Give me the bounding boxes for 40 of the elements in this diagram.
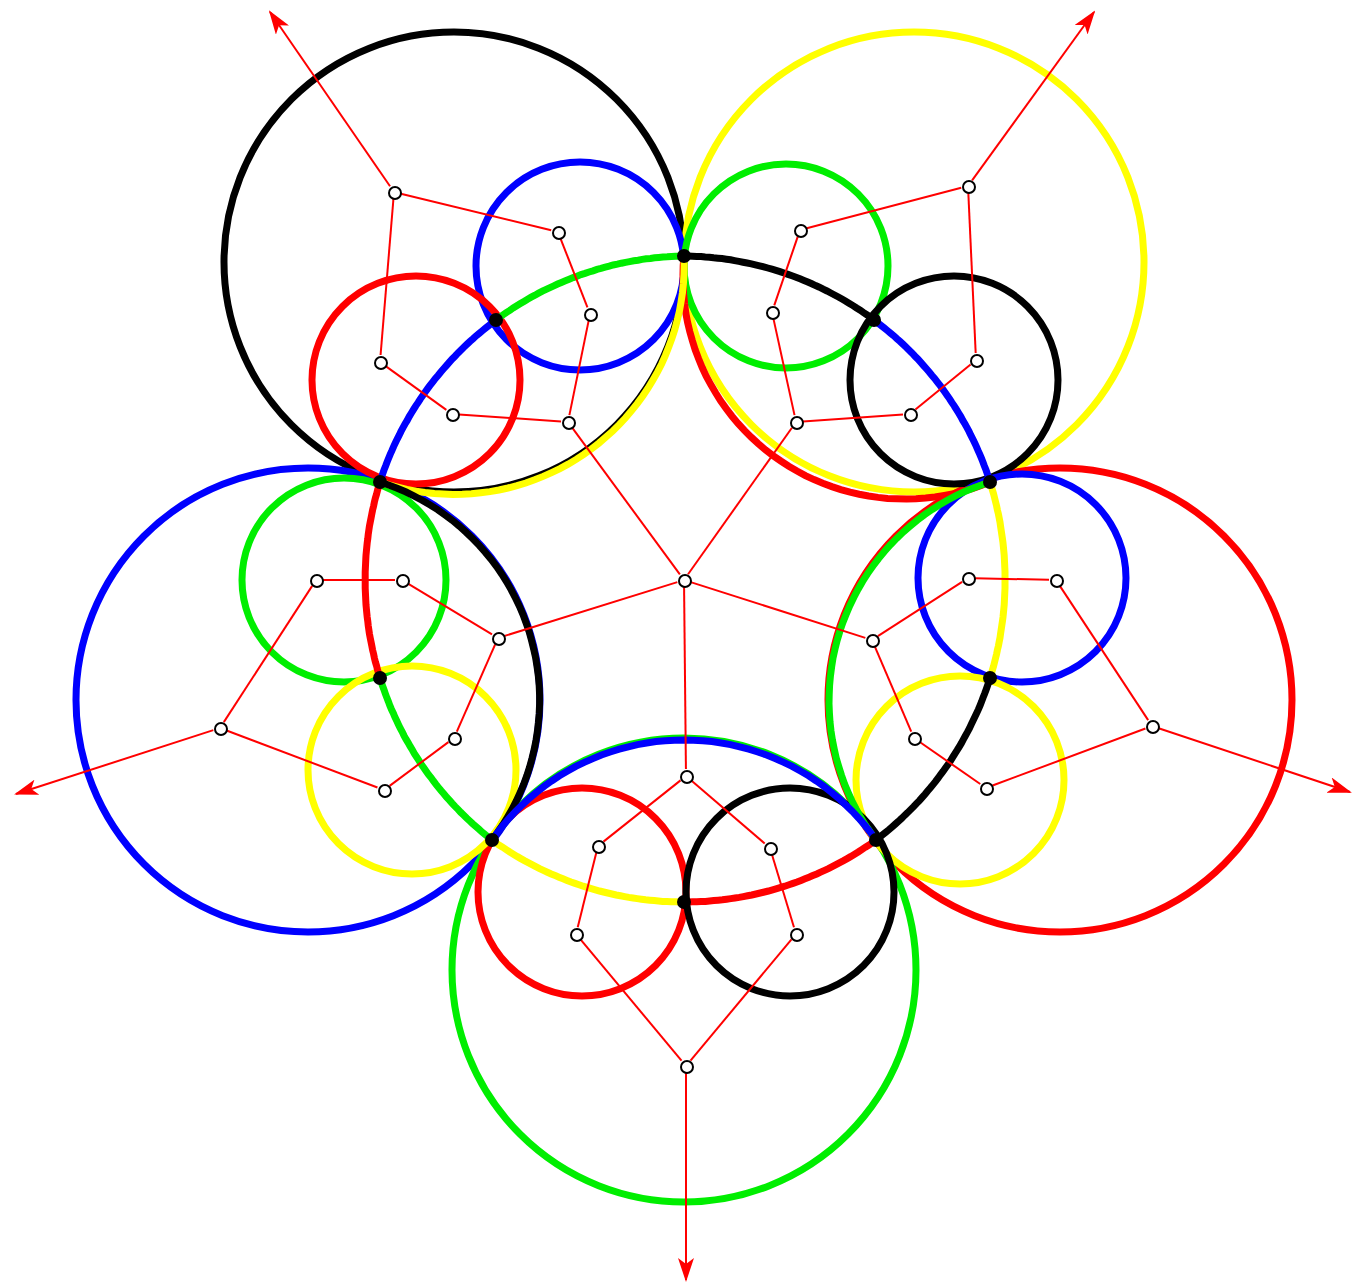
graph-edge [918,741,982,785]
graph-edge [690,779,766,845]
graph-edge [384,365,448,411]
graph-edge [579,938,683,1062]
arrow [268,10,392,188]
graph-edge [388,741,450,787]
graph-edge [455,643,497,733]
graph-edge [568,319,590,417]
graph-edge [503,581,679,637]
graph-edge [773,235,799,307]
graph-edge [399,192,553,232]
graph-edge [576,851,598,929]
graph-edge [683,586,687,770]
graph-edge [967,192,977,354]
graph-edge [772,317,796,417]
graph-edge [974,577,1050,581]
graph-edge [873,645,913,733]
graph-edge [689,938,793,1062]
graph-edge [407,582,493,636]
graph-edge [689,581,867,639]
arrow [678,1072,694,1282]
graph-edge [802,413,904,423]
graph-edge [222,584,314,724]
graph-edge [991,727,1147,787]
graph-edge [571,426,681,576]
arrow [971,10,1096,182]
graph-edge [602,779,682,843]
graph-edge [379,198,395,356]
graph-edge [771,853,795,929]
graph-edge [914,363,972,411]
graph-edge [458,413,562,423]
graph-edge [225,729,379,789]
graph-edge [1058,584,1150,722]
graph-edge [322,579,396,581]
graph-edge [687,426,793,576]
graph-edge [876,580,964,638]
arrow [1157,727,1352,793]
arrow [14,729,215,795]
graph-edge [559,237,589,309]
graph-edge [805,186,963,230]
